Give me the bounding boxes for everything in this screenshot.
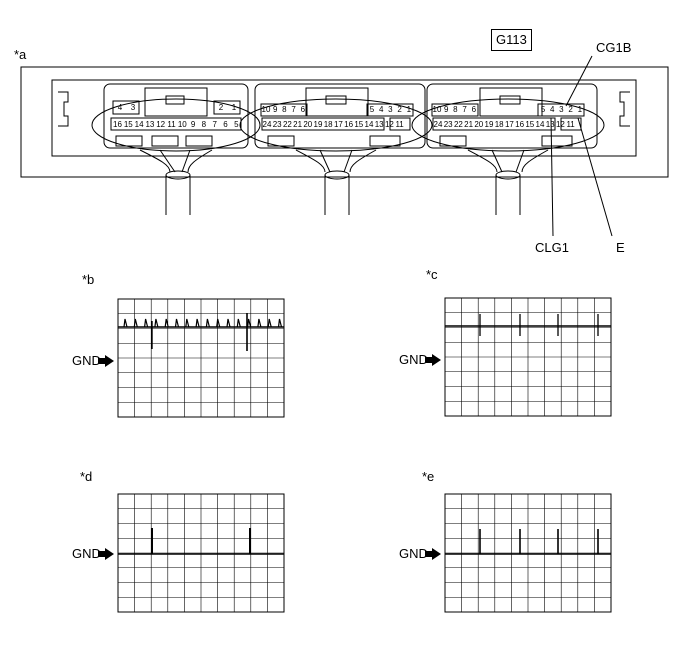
pin-b3-9: 9 [443, 105, 449, 114]
scope-b-spike [247, 318, 252, 328]
callout-a: *a [14, 47, 27, 62]
pin-b2-4: 4 [378, 105, 384, 114]
pin-b2-5: 5 [369, 105, 375, 114]
pin-b3-5: 5 [540, 105, 546, 114]
gnd-label-e: GND [399, 547, 441, 561]
scope-b-spike [195, 318, 200, 328]
pin-b1-7: 7 [212, 120, 217, 129]
callout-b: *b [82, 272, 95, 287]
pin-b2-19: 19 [313, 120, 323, 129]
pin-b2-13: 13 [374, 120, 384, 129]
pin-b3-22: 22 [453, 120, 463, 129]
pin-b3-24: 24 [433, 120, 443, 129]
pin-b2-18: 18 [323, 120, 333, 129]
pin-b2-21: 21 [293, 120, 303, 129]
callout-d: *d [80, 469, 93, 484]
scope-b-spike [144, 318, 149, 328]
scope-b-spike [154, 318, 159, 328]
pin-b2-23: 23 [272, 120, 282, 129]
pin-b3-23: 23 [443, 120, 453, 129]
callout-e: *e [422, 469, 435, 484]
pin-b3-7: 7 [462, 105, 467, 114]
pin-b3-2: 2 [568, 105, 573, 114]
gnd-label-d: GND [72, 547, 114, 561]
scope-b-spike [216, 318, 221, 328]
pin-b1-9: 9 [190, 120, 196, 129]
pin-b3-17: 17 [504, 120, 514, 129]
pin-b1-12: 12 [156, 120, 166, 129]
pin-b2-1: 1 [406, 105, 412, 114]
pin-b1-2: 2 [218, 103, 224, 112]
pin-b1-15: 15 [123, 120, 133, 129]
pin-b1-11: 11 [167, 120, 176, 129]
pin-b2-15: 15 [354, 120, 364, 129]
scope-b-spike [257, 318, 262, 328]
connector-code: G113 [491, 29, 532, 51]
pin-b3-18: 18 [494, 120, 504, 129]
pin-b1-4: 4 [117, 103, 123, 112]
pin-b3-3: 3 [559, 105, 564, 114]
pin-b2-16: 16 [344, 120, 354, 129]
gnd-label-c: GND [399, 353, 441, 367]
pin-b1-1: 1 [231, 103, 237, 112]
pin-b3-19: 19 [484, 120, 494, 129]
pin-b2-6: 6 [300, 105, 306, 114]
pin-b2-12: 12 [384, 120, 394, 129]
pin-b1-5: 5 [234, 120, 239, 129]
pin-b2-17: 17 [333, 120, 343, 129]
label-e: E [616, 240, 625, 255]
pin-b3-14: 14 [535, 120, 545, 129]
arrow-right-icon [424, 354, 441, 366]
callout-c: *c [426, 267, 438, 282]
pin-b1-10: 10 [177, 120, 187, 129]
pin-b2-14: 14 [364, 120, 374, 129]
pin-b3-10: 10 [432, 105, 442, 114]
pin-b1-13: 13 [145, 120, 155, 129]
arrow-right-icon [97, 355, 114, 367]
pin-b3-8: 8 [453, 105, 458, 114]
pin-b3-16: 16 [515, 120, 525, 129]
label-clg1: CLG1 [535, 240, 569, 255]
scope-b-spike [236, 318, 241, 328]
pin-b3-12: 12 [555, 120, 565, 129]
pin-b1-14: 14 [134, 120, 144, 129]
pin-b3-1: 1 [577, 105, 583, 114]
arrow-right-icon [424, 548, 441, 560]
pin-b1-16: 16 [113, 120, 122, 129]
pin-b2-8: 8 [282, 105, 287, 114]
pin-b3-20: 20 [474, 120, 484, 129]
pin-b2-7: 7 [291, 105, 296, 114]
pin-b3-6: 6 [471, 105, 477, 114]
pin-b2-2: 2 [397, 105, 402, 114]
pin-b2-20: 20 [303, 120, 313, 129]
scope-b-spike [267, 318, 272, 328]
pin-b2-11: 11 [395, 120, 404, 129]
scope-b-spike [226, 318, 231, 328]
gnd-label-b: GND [72, 354, 114, 368]
scope-b-spike [277, 318, 283, 328]
scope-b-spike [205, 318, 210, 328]
pin-b1-3: 3 [130, 103, 136, 112]
pin-b3-15: 15 [525, 120, 535, 129]
pin-b2-24: 24 [262, 120, 272, 129]
label-cg1b: CG1B [596, 40, 632, 55]
pin-b2-22: 22 [282, 120, 292, 129]
scope-b-spike [164, 318, 169, 328]
pin-b3-13: 13 [545, 120, 555, 129]
pin-b1-8: 8 [201, 120, 207, 129]
pin-b3-4: 4 [549, 105, 555, 114]
scope-b-spike [185, 318, 190, 328]
scope-b-spike [174, 318, 180, 328]
arrow-right-icon [97, 548, 114, 560]
pin-b1-6: 6 [223, 120, 228, 129]
pin-b3-21: 21 [464, 120, 474, 129]
pin-b2-9: 9 [272, 105, 278, 114]
scope-b-spike [123, 318, 128, 328]
pin-b3-11: 11 [566, 120, 575, 129]
pin-b2-3: 3 [388, 105, 393, 114]
pin-b2-10: 10 [261, 105, 271, 114]
scope-b-spike [133, 318, 138, 328]
